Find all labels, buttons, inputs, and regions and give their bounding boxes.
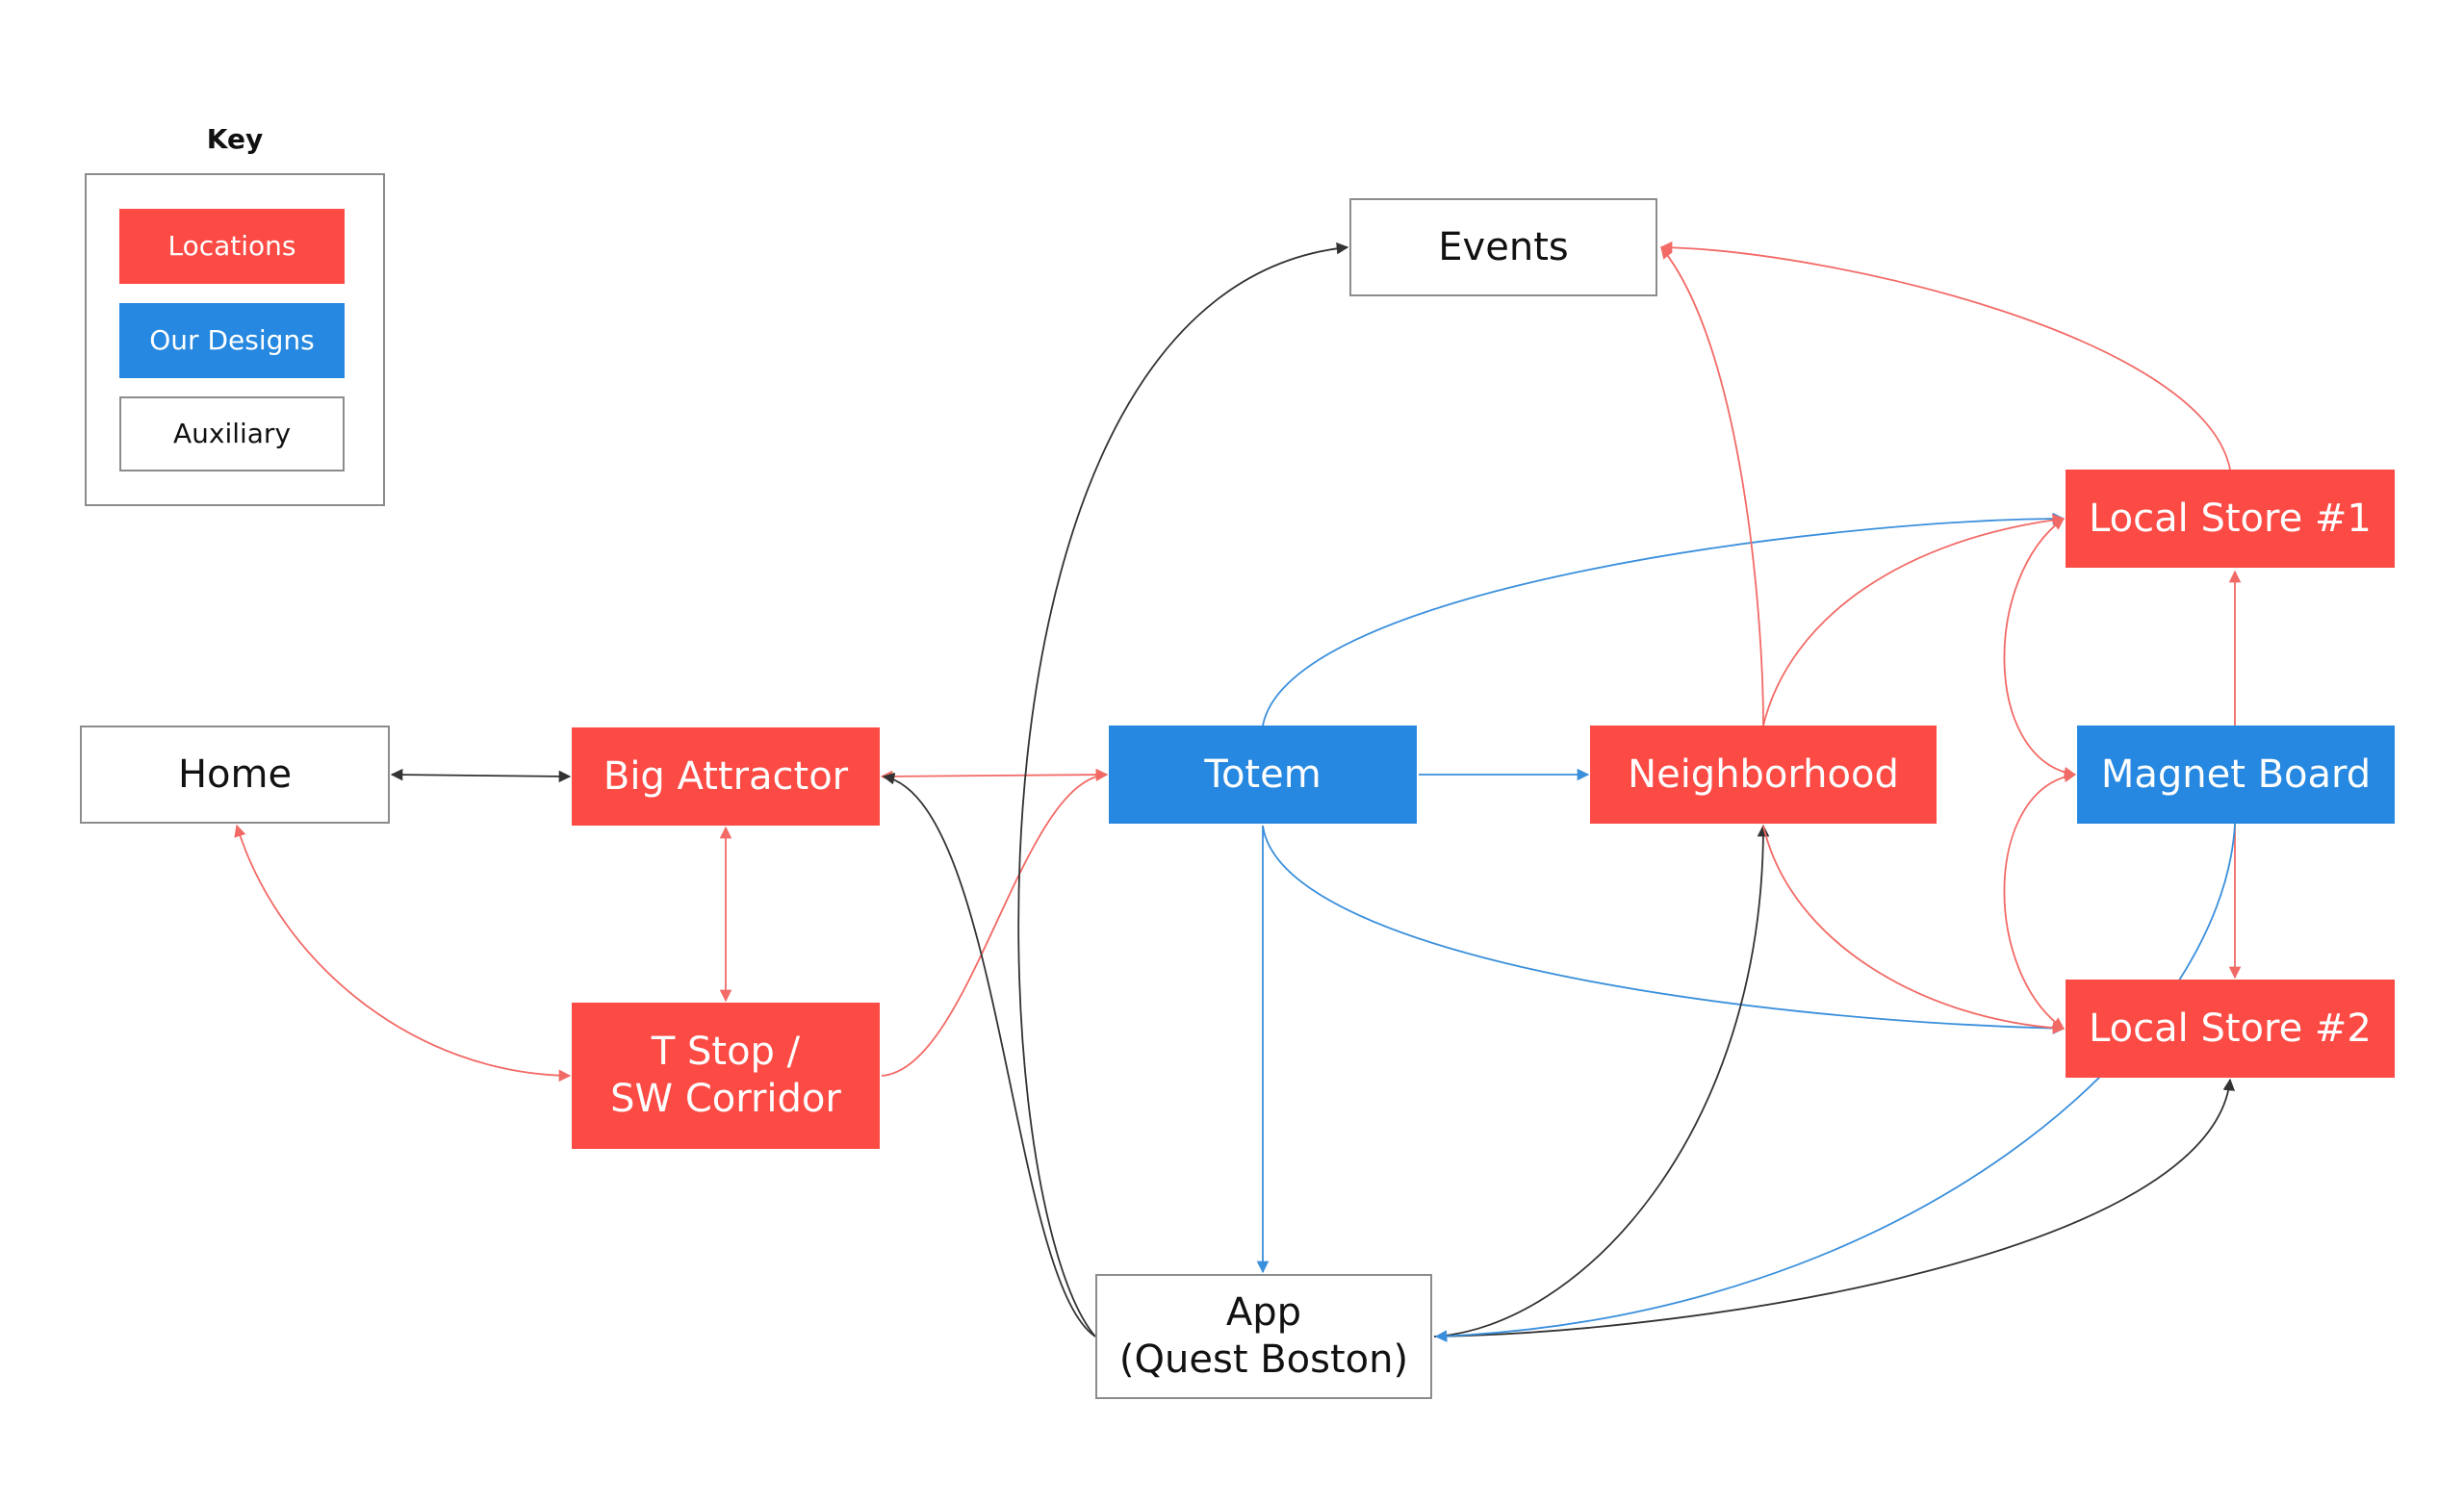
edge-magnet-board-to-app (1434, 823, 2236, 1342)
edge-totem-to-local-store-2 (1262, 825, 2066, 1035)
edge-neighborhood-to-local-store-2 (1762, 825, 2066, 1034)
legend-item-locations: Locations (119, 209, 345, 284)
legend-title: Key (206, 123, 264, 155)
edge-app-to-events (1017, 242, 1349, 1337)
edge-app-to-local-store-2 (1433, 1078, 2236, 1337)
edge-local-store-1-to-events (1659, 241, 2231, 471)
node-t-stop-sw-corridor: T Stop / SW Corridor (572, 1003, 880, 1149)
edge-big-attractor-to-totem (880, 768, 1109, 783)
node-big-attractor: Big Attractor (572, 727, 880, 826)
edge-home-to-t-stop (234, 824, 572, 1083)
edge-neighborhood-to-local-store-1 (1762, 514, 2066, 726)
edge-home-to-big-attractor (390, 768, 572, 783)
legend-frame (85, 173, 385, 506)
edge-app-to-big-attractor (882, 772, 1096, 1337)
edge-totem-to-local-store-1 (1262, 512, 2066, 726)
node-home: Home (80, 726, 390, 824)
edge-neighborhood-to-events (1660, 246, 1764, 726)
legend-item-our-designs: Our Designs (119, 303, 345, 378)
node-totem: Totem (1109, 726, 1417, 824)
edge-t-stop-to-totem (881, 769, 1109, 1077)
node-neighborhood: Neighborhood (1590, 726, 1937, 824)
node-events: Events (1349, 198, 1657, 296)
edge-local-store-2-to-magnet-board (2003, 770, 2077, 1030)
node-magnet-board: Magnet Board (2077, 726, 2395, 824)
edge-app-to-neighborhood (1433, 824, 1770, 1337)
node-local-store-1: Local Store #1 (2066, 470, 2395, 568)
node-app-quest-boston: App (Quest Boston) (1095, 1274, 1432, 1399)
legend-item-auxiliary: Auxiliary (119, 396, 345, 471)
edge-local-store-1-to-magnet-board (2003, 518, 2077, 779)
node-local-store-2: Local Store #2 (2066, 980, 2395, 1078)
